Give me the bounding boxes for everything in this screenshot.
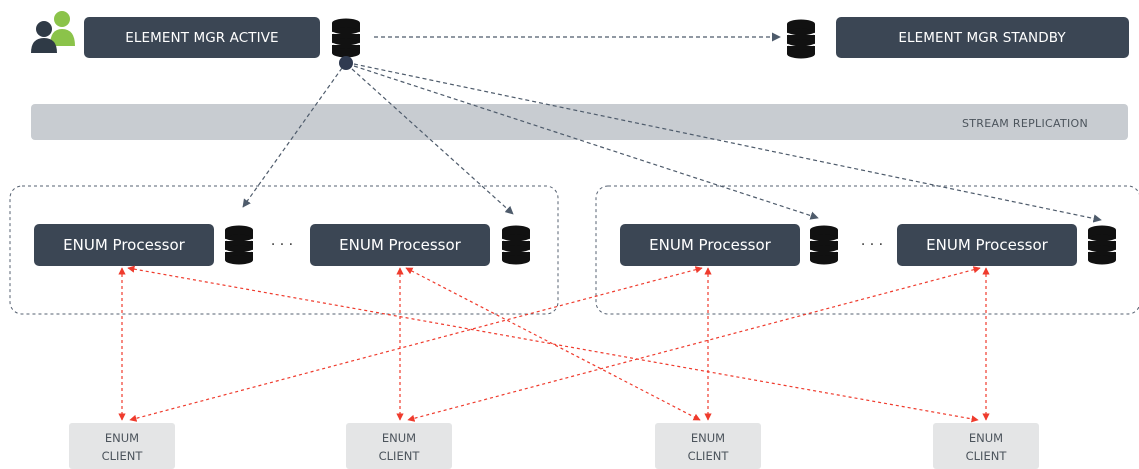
enum-processor-2: ENUM Processor bbox=[310, 224, 490, 266]
ellipsis: · · · bbox=[271, 237, 293, 253]
database-icon bbox=[786, 18, 816, 60]
enum-processor-4: ENUM Processor bbox=[897, 224, 1077, 266]
enum-client-label: CLIENT bbox=[379, 449, 421, 463]
stream-replication-band: STREAM REPLICATION bbox=[31, 104, 1128, 140]
enum-client-label: ENUM bbox=[105, 431, 139, 445]
replication-source-node bbox=[339, 56, 353, 70]
enum-client-label: ENUM bbox=[969, 431, 1003, 445]
database-icon bbox=[224, 224, 254, 266]
database-icon bbox=[1087, 224, 1117, 266]
enum-client-4: ENUM CLIENT bbox=[933, 423, 1039, 469]
enum-client-1: ENUM CLIENT bbox=[69, 423, 175, 469]
enum-processor-label: ENUM Processor bbox=[926, 236, 1048, 254]
processor-cluster-left bbox=[9, 185, 559, 315]
enum-processor-label: ENUM Processor bbox=[649, 236, 771, 254]
enum-client-3: ENUM CLIENT bbox=[655, 423, 761, 469]
stream-replication-label: STREAM REPLICATION bbox=[962, 117, 1088, 130]
client-connection-arrows bbox=[118, 265, 990, 423]
element-mgr-active-label: ELEMENT MGR ACTIVE bbox=[125, 30, 278, 46]
element-mgr-active-box: ELEMENT MGR ACTIVE bbox=[84, 17, 320, 58]
enum-processor-label: ENUM Processor bbox=[63, 236, 185, 254]
database-icon bbox=[331, 17, 361, 59]
processor-cluster-right bbox=[595, 185, 1139, 315]
database-icon bbox=[809, 224, 839, 266]
element-mgr-standby-box: ELEMENT MGR STANDBY bbox=[836, 17, 1129, 58]
enum-client-label: CLIENT bbox=[688, 449, 730, 463]
enum-client-label: CLIENT bbox=[966, 449, 1008, 463]
ellipsis: · · · bbox=[861, 237, 883, 253]
database-icon bbox=[501, 224, 531, 266]
users-icon bbox=[31, 11, 75, 53]
enum-processor-label: ENUM Processor bbox=[339, 236, 461, 254]
element-mgr-standby-label: ELEMENT MGR STANDBY bbox=[898, 30, 1066, 46]
enum-client-label: CLIENT bbox=[102, 449, 144, 463]
enum-client-label: ENUM bbox=[382, 431, 416, 445]
management-arrows bbox=[242, 63, 1102, 223]
enum-client-2: ENUM CLIENT bbox=[346, 423, 452, 469]
enum-client-label: ENUM bbox=[691, 431, 725, 445]
enum-processor-1: ENUM Processor bbox=[34, 224, 214, 266]
enum-processor-3: ENUM Processor bbox=[620, 224, 800, 266]
